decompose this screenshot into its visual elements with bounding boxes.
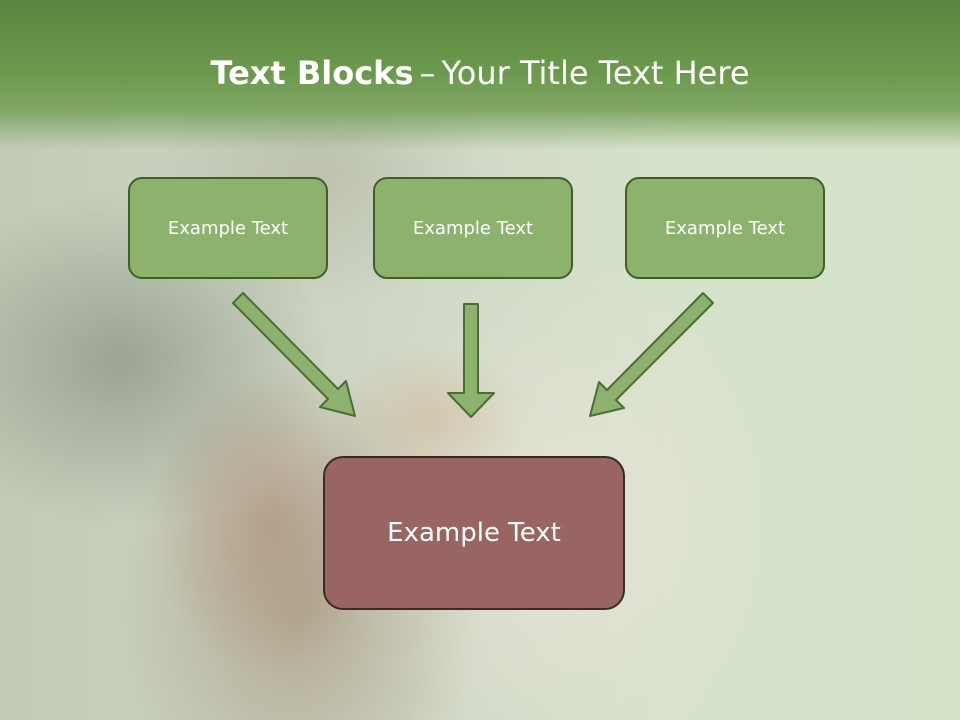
source-box-3: Example Text [625,177,825,279]
arrow-center [447,303,495,418]
title-bar [0,0,960,150]
arrow-left [232,292,356,417]
title-rest: Your Title Text Here [441,54,750,92]
target-box: Example Text [323,456,625,610]
slide-title: Text Blocks–Your Title Text Here [0,54,960,92]
source-box-2: Example Text [373,177,573,279]
title-separator: – [419,54,436,92]
arrow-right [589,292,714,417]
title-bold: Text Blocks [210,54,414,92]
source-box-1: Example Text [128,177,328,279]
